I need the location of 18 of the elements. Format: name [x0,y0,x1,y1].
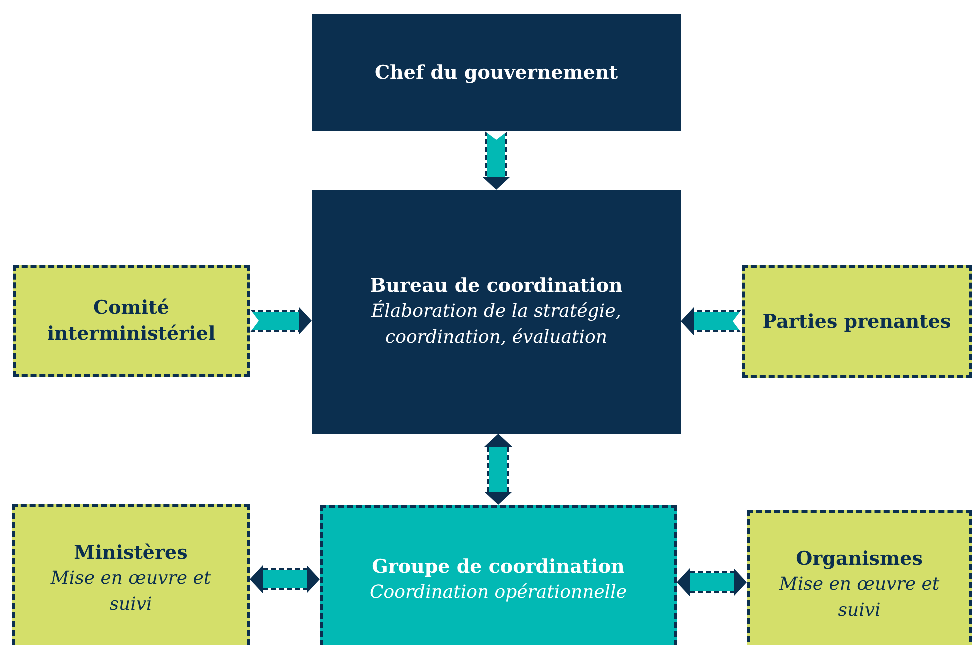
box-title: Bureau de coordination [370,274,623,299]
box-description: Coordination opérationnelle [370,581,627,605]
org-box [742,265,972,378]
org-box [747,510,972,645]
box-title: Ministères [74,541,188,566]
org-box [13,265,250,377]
box-title: Groupe de coordination [372,555,625,580]
box-title: Comité interministériel [46,296,217,347]
org-box [312,14,681,131]
box-title: Chef du gouvernement [374,60,618,86]
org-box [320,505,677,645]
org-box [312,190,681,434]
box-title: Organismes [796,547,923,572]
org-box [12,504,250,645]
box-description: Élaboration de la stratégie, coordination, évaluation [370,299,622,350]
box-title: Parties prenantes [762,310,952,334]
box-description: Mise en œuvre et suivi [50,567,212,617]
box-description: Mise en œuvre et suivi [778,573,941,623]
